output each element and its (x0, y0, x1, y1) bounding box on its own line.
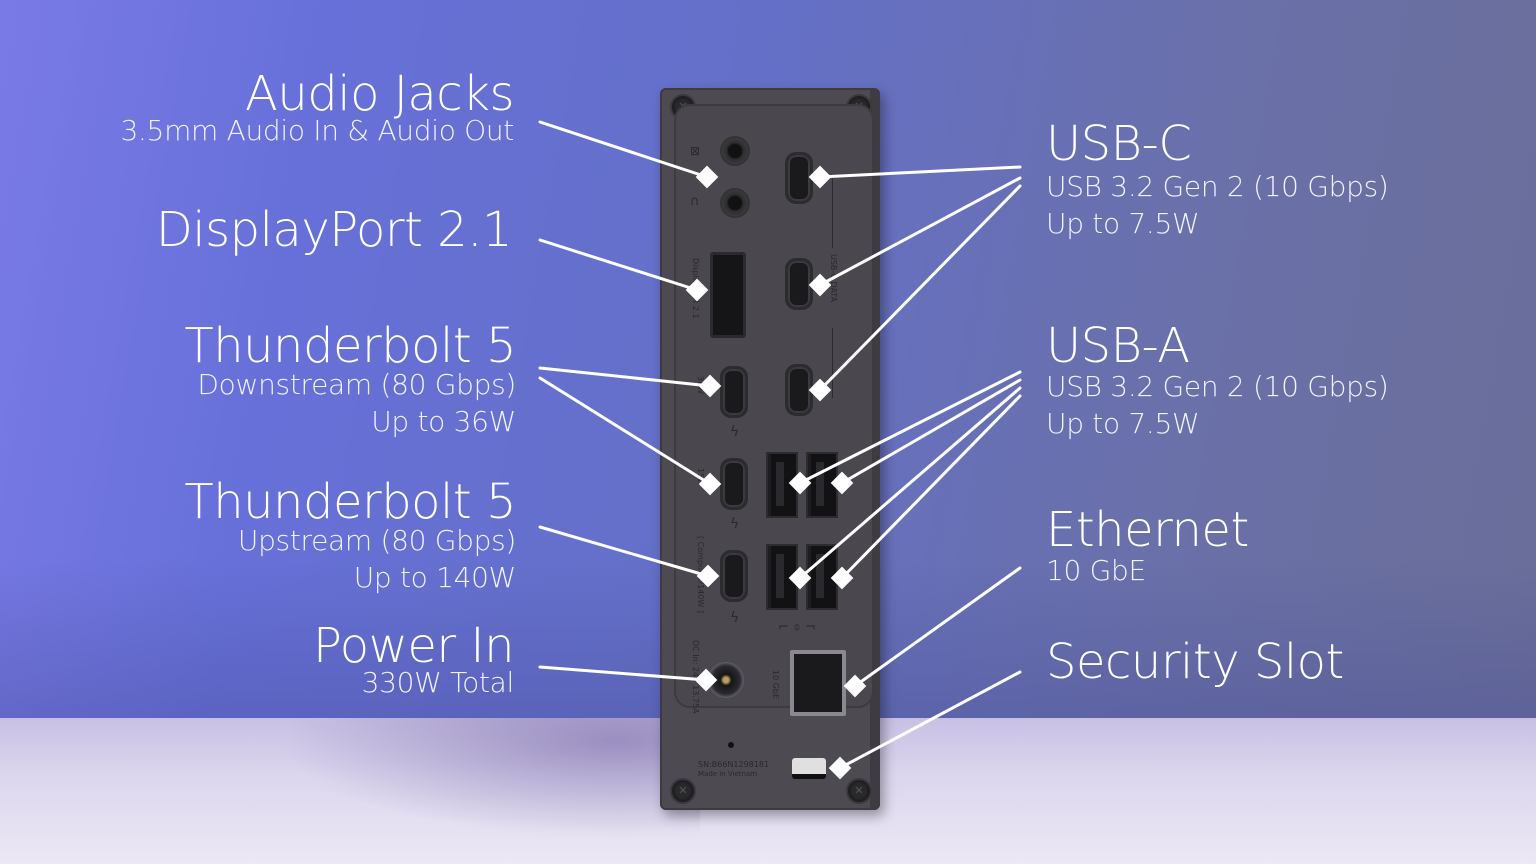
callout-displayport: DisplayPort 2.1 (155, 202, 513, 258)
audio-in-jack (720, 136, 750, 166)
thunderbolt-icon: ϟ (730, 424, 740, 440)
usb-a-port (806, 452, 838, 518)
callout-detail: Up to 7.5W (1046, 407, 1200, 440)
callout-detail: Up to 36W (371, 405, 516, 438)
callout-thunderbolt-downstream: Thunderbolt 5 Downstream (80 Gbps) Up to… (184, 320, 516, 440)
callout-title: Ethernet (1046, 502, 1249, 558)
callout-detail: Up to 7.5W (1046, 207, 1200, 240)
callout-detail: USB 3.2 Gen 2 (10 Gbps) (1046, 170, 1389, 203)
port-panel (674, 104, 874, 708)
callout-detail: 3.5mm Audio In & Audio Out (120, 114, 514, 147)
thunderbolt-dock: ⊠ ∩ DisplayPort 2.1 USB-C DATA ϟ ϟ ϟ 36W… (660, 88, 880, 810)
callout-power-in: Power In 330W Total (313, 620, 514, 701)
callout-detail: Upstream (80 Gbps) (237, 524, 516, 557)
security-lock-slot (792, 758, 826, 779)
callout-audio-jacks: Audio Jacks 3.5mm Audio In & Audio Out (120, 68, 514, 149)
callout-title: Thunderbolt 5 (184, 474, 516, 530)
thunderbolt-upstream-port (720, 550, 748, 602)
callout-title: USB-C (1046, 116, 1192, 172)
callout-title: DisplayPort 2.1 (155, 202, 513, 258)
ethernet-label: 10 GbE (771, 670, 780, 700)
usb-data-label: USB-C DATA (829, 254, 838, 303)
tb-15w-label: 15W (696, 468, 705, 487)
thunderbolt-icon: ϟ (730, 516, 740, 532)
headphones-icon: ∩ (690, 194, 700, 209)
made-in-label: Made in Vietnam (698, 770, 758, 778)
callout-usb-c: USB-C USB 3.2 Gen 2 (10 Gbps) Up to 7.5W (1046, 118, 1389, 242)
ethernet-port (790, 650, 846, 716)
power-share-icon: ⌐ ⌽ ¬ (778, 620, 816, 635)
audio-out-jack (720, 188, 750, 218)
callout-detail: 330W Total (361, 666, 515, 699)
divider-line (832, 178, 833, 248)
displayport-port (710, 252, 746, 338)
callout-title: Thunderbolt 5 (184, 318, 516, 374)
callout-title: Power In (313, 618, 514, 674)
thunderbolt-downstream-port (720, 366, 748, 418)
callout-usb-a: USB-A USB 3.2 Gen 2 (10 Gbps) Up to 7.5W (1046, 320, 1389, 442)
reset-hole (728, 742, 734, 748)
tb-36w-label: 36W (696, 376, 705, 395)
screw-icon (846, 778, 872, 804)
callout-detail: Downstream (80 Gbps) (197, 368, 516, 401)
callout-thunderbolt-upstream: Thunderbolt 5 Upstream (80 Gbps) Up to 1… (184, 476, 516, 596)
callout-detail: USB 3.2 Gen 2 (10 Gbps) (1046, 370, 1389, 403)
divider-line (832, 328, 833, 398)
usb-a-port (806, 544, 838, 610)
callout-title: Security Slot (1046, 634, 1344, 690)
usb-a-port (766, 544, 798, 610)
callout-security-slot: Security Slot (1046, 636, 1344, 688)
callout-detail: Up to 140W (353, 561, 517, 594)
screw-icon (670, 778, 696, 804)
usb-c-port (785, 364, 813, 416)
callout-title: Audio Jacks (245, 66, 514, 122)
displayport-label: DisplayPort 2.1 (691, 258, 700, 319)
microphone-icon: ⊠ (690, 144, 701, 158)
callout-title: USB-A (1046, 318, 1190, 374)
dc-power-jack (708, 662, 744, 698)
usb-a-port (766, 452, 798, 518)
dc-in-label: DC In: 24V 13.75A (691, 640, 700, 714)
thunderbolt-downstream-port (720, 458, 748, 510)
serial-number: SN:B66N1298181 (698, 760, 770, 769)
device-shadow (280, 718, 700, 838)
callout-detail: 10 GbE (1046, 554, 1146, 587)
callout-ethernet: Ethernet 10 GbE (1046, 504, 1249, 589)
usb-c-port (785, 258, 813, 310)
usb-c-port (785, 152, 813, 204)
computer-140w-label: [ Computer/140W ] (696, 536, 705, 613)
thunderbolt-icon: ϟ (730, 610, 740, 626)
